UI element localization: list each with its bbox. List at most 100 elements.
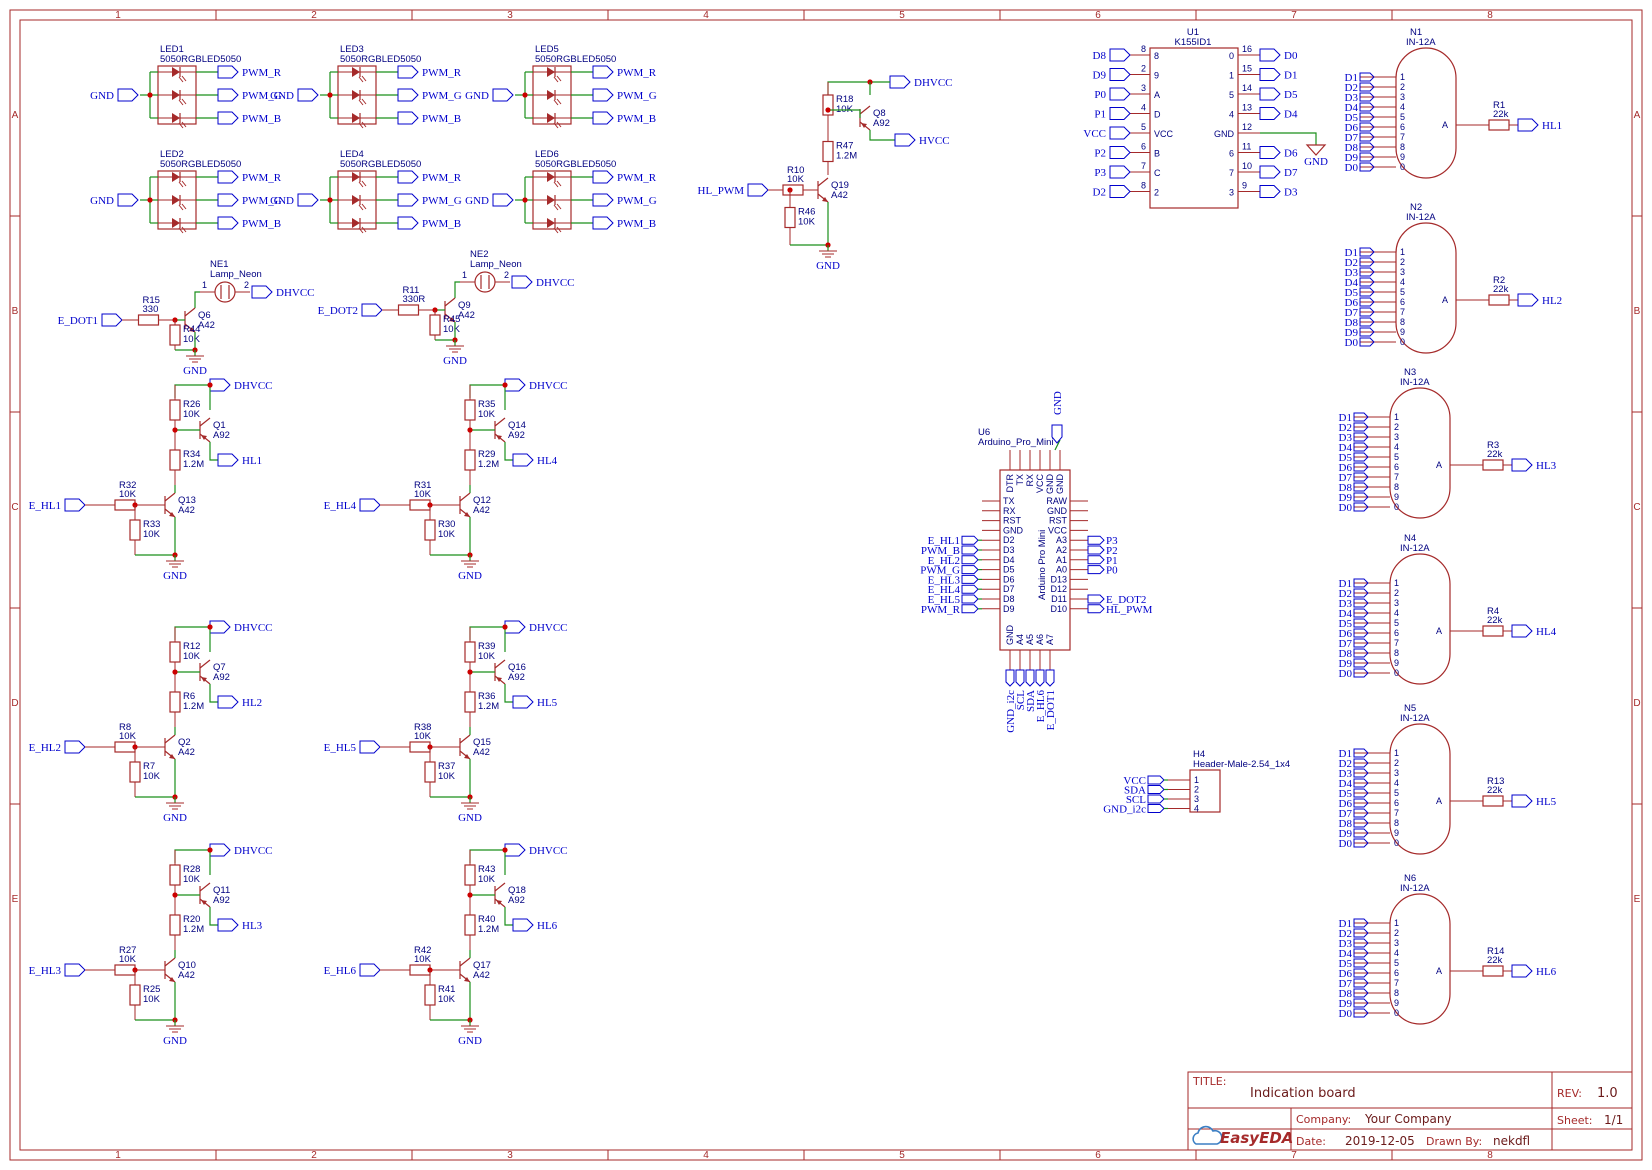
- transistor-arrow: [464, 512, 470, 517]
- decoder-pin-num: 14: [1242, 83, 1252, 93]
- nixie-pin-net: D8: [1339, 988, 1353, 1000]
- net-flag: [1109, 146, 1131, 159]
- nixie-anode-label: A: [1442, 120, 1448, 130]
- decoder-pin-label: A: [1154, 90, 1160, 100]
- net-flag: [1353, 638, 1369, 648]
- led-light-arrow: [358, 181, 364, 188]
- led-gnd-label: GND: [90, 90, 114, 102]
- arduino-pin-label: D13: [1050, 574, 1067, 584]
- resistor-value: 10K: [438, 994, 456, 1005]
- arduino-pin-label: A1: [1056, 555, 1067, 565]
- led-gnd-label: GND: [270, 195, 294, 207]
- resistor-ref: R15: [143, 295, 160, 306]
- frame-column-label: 8: [1487, 1150, 1493, 1161]
- net-flag: [592, 65, 614, 79]
- transistor-ref: Q11: [213, 885, 230, 896]
- decoder-pin-num: 16: [1242, 44, 1252, 54]
- decoder-pin-num: 13: [1242, 103, 1252, 113]
- decoder-pin-label: D: [1154, 110, 1161, 120]
- nixie-pin-num: 9: [1394, 492, 1399, 502]
- led-net-b: PWM_B: [242, 113, 281, 125]
- led-ref: LED3: [340, 44, 364, 55]
- nixie-pin-net: D0: [1345, 337, 1359, 349]
- driver-supply-wire: [174, 849, 210, 863]
- net-flag: [512, 918, 534, 932]
- resistor-value: 10K: [119, 489, 137, 500]
- led-part: 5050RGBLED5050: [535, 159, 616, 170]
- transistor-value: A92: [508, 895, 525, 906]
- frame-column-label: 5: [899, 10, 905, 21]
- frame-column-label: 6: [1095, 10, 1101, 21]
- resistor-value: 330: [143, 304, 159, 315]
- resistor-body: [129, 761, 141, 783]
- net-flag: [1353, 958, 1369, 968]
- nixie-pin-net: D9: [1345, 152, 1359, 164]
- led-diode-triangle: [547, 67, 555, 77]
- nixie-part: IN-12A: [1406, 37, 1436, 48]
- nixie-pin-net: D2: [1339, 928, 1352, 940]
- nixie-anode-net: HL2: [1542, 295, 1562, 307]
- arduino-pin-label: D11: [1051, 594, 1067, 604]
- gnd-label: GND: [458, 1035, 482, 1047]
- led-light-arrow: [361, 180, 367, 187]
- resistor-value: 10K: [143, 771, 161, 782]
- net-flag: [1359, 287, 1375, 297]
- drawn-label: Drawn By:: [1426, 1135, 1482, 1148]
- arduino-bottom-net: SDA: [1025, 690, 1037, 712]
- junction-dot: [502, 847, 508, 853]
- led-light-arrow: [181, 180, 187, 187]
- net-flag: [592, 193, 614, 207]
- driver-out-wire: [504, 684, 513, 703]
- decoder-pin-label: B: [1154, 149, 1160, 159]
- transistor-ref: Q8: [873, 108, 886, 119]
- nixie-pin-num: 1: [1394, 412, 1399, 422]
- transistor-ref: Q13: [178, 495, 196, 506]
- transistor-ref: Q16: [508, 662, 526, 673]
- nixie-pin-net: D9: [1339, 658, 1353, 670]
- nixie-pin-net: D6: [1339, 968, 1353, 980]
- decoder-pin-label: 2: [1154, 188, 1159, 198]
- arduino-pin-label: A3: [1056, 535, 1067, 545]
- nixie-pin-num: 4: [1394, 778, 1399, 788]
- nixie-pin-net: D2: [1339, 422, 1352, 434]
- resistor-value: 10K: [183, 651, 201, 662]
- frame-row-label: C: [11, 502, 18, 513]
- nixie-pin-num: 4: [1394, 442, 1399, 452]
- arduino-gnd-wire: [1054, 439, 1061, 451]
- led-gnd-label: GND: [465, 195, 489, 207]
- nixie-driver-1: DHVCCR2610KQ1A92HL1R341.2MQ13A42E_HL1R32…: [29, 378, 273, 582]
- net-flag: [592, 88, 614, 102]
- nixie-pin-net: D4: [1339, 608, 1353, 620]
- led-net-g: PWM_G: [242, 195, 282, 207]
- arduino-right-net: P3: [1106, 535, 1118, 547]
- header-pin-net: SDA: [1124, 785, 1146, 797]
- resistor-ref: R29: [478, 449, 495, 460]
- net-flag: [592, 170, 614, 184]
- led-light-arrow: [181, 75, 187, 82]
- led-net-g: PWM_G: [617, 195, 657, 207]
- net-flag: [592, 111, 614, 125]
- led-diode-triangle: [547, 172, 555, 182]
- arduino-pin-label: D6: [1003, 574, 1015, 584]
- led-ref: LED2: [160, 149, 184, 160]
- net-flag: [1517, 118, 1539, 132]
- led-light-arrow: [178, 122, 184, 129]
- decoder-pin-label: C: [1154, 168, 1161, 178]
- header-ref: H4: [1193, 749, 1205, 760]
- net-flag: [961, 584, 979, 594]
- nixie-pin-net: D0: [1339, 838, 1353, 850]
- nixie-pin-net: D8: [1339, 648, 1353, 660]
- resistor-value: 1.2M: [478, 701, 499, 712]
- nixie-pin-net: D6: [1345, 122, 1359, 134]
- resistor-ref: R33: [143, 519, 160, 530]
- transistor-value: A42: [178, 747, 195, 758]
- nixie-pin-net: D3: [1345, 92, 1359, 104]
- driver-out-label: HL6: [537, 920, 558, 932]
- nixie-pin-num: 9: [1400, 152, 1405, 162]
- net-flag: [217, 170, 239, 184]
- nixie-pin-net: D5: [1345, 287, 1359, 299]
- neon-part: Lamp_Neon: [470, 259, 522, 270]
- net-flag: [64, 498, 86, 512]
